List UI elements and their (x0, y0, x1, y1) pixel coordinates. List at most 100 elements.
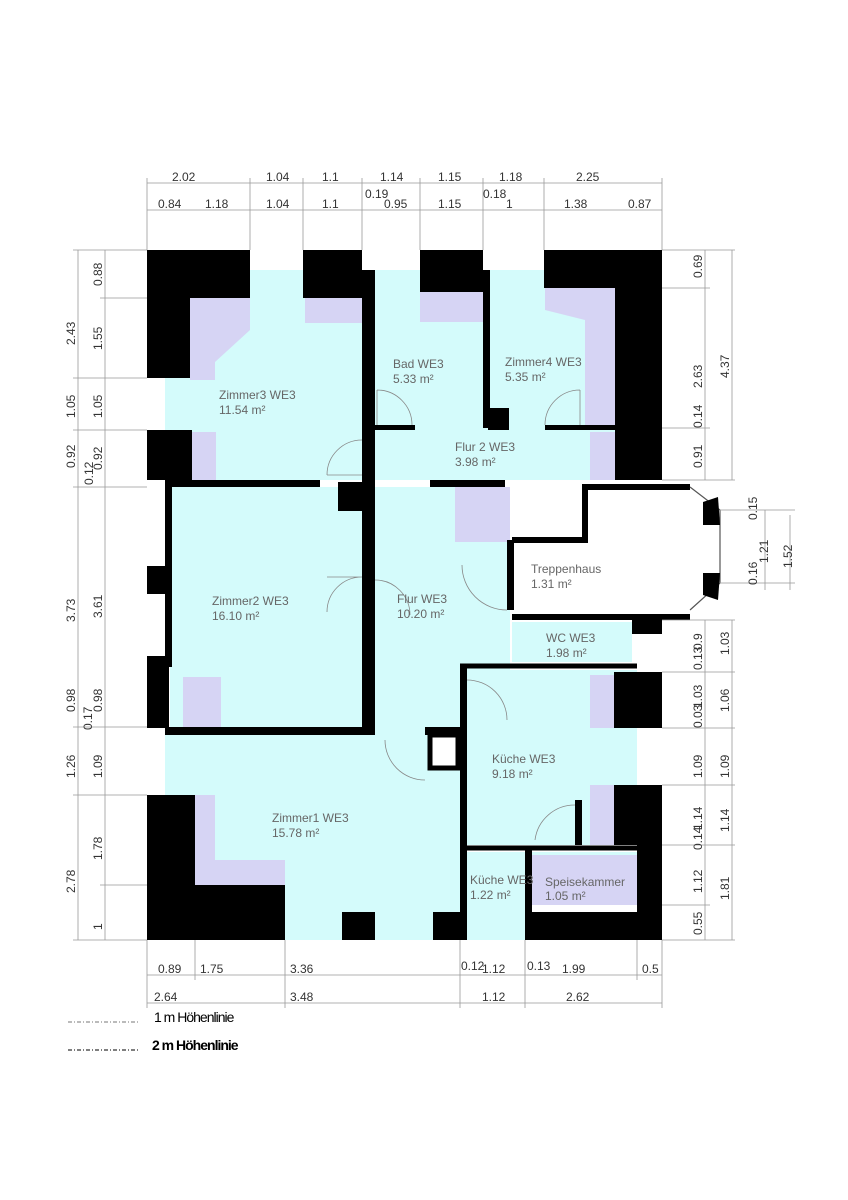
dimension-label: 0.55 (691, 911, 705, 935)
dimension-label: 1.04 (266, 197, 290, 211)
dimension-label: 1.09 (91, 754, 105, 778)
dimension-label: 1.38 (564, 197, 588, 211)
dimension-label: 1.75 (200, 962, 224, 976)
dimension-label: 1.03 (691, 684, 705, 708)
room-area: 11.54 m² (219, 403, 265, 417)
dimension-label: 0.91 (691, 444, 705, 468)
dimension-label: 1.12 (691, 869, 705, 893)
dimension-label: 3.61 (91, 594, 105, 618)
dimension-label: 1.52 (781, 544, 795, 568)
dimension-label: 0.9 (691, 633, 705, 650)
dimension-label: 1.99 (562, 962, 586, 976)
door-swings (326, 389, 581, 841)
room-wc[interactable] (512, 622, 632, 662)
dimension-label: 0.19 (365, 187, 389, 201)
dimension-label: 0.14 (691, 826, 705, 850)
dimensions-left: 2.43 1.05 0.92 0.12 3.73 0.98 0.17 1.26 … (64, 262, 105, 930)
dimension-label: 1.05 (64, 394, 78, 418)
dimension-label: 2.63 (691, 364, 705, 388)
dimension-label: 0.87 (628, 197, 652, 211)
dimension-label: 3.73 (64, 598, 78, 622)
dimension-label: 2.43 (64, 321, 78, 345)
dimension-label: 0.5 (642, 962, 659, 976)
dimension-label: 2.02 (172, 170, 196, 184)
dimension-label: 2.78 (64, 869, 78, 893)
dimension-label: 1.09 (691, 754, 705, 778)
room-name: Bad WE3 (393, 357, 444, 371)
dimension-label: 0.03 (691, 704, 705, 728)
room-area: 1.05 m² (545, 889, 586, 903)
room-area: 1.98 m² (546, 646, 587, 660)
dimension-label: 0.15 (746, 496, 760, 520)
room-area: 15.78 m² (272, 826, 319, 840)
dimension-label: 1.14 (718, 808, 732, 832)
room-name: WC WE3 (546, 631, 596, 645)
dimensions-right: 0.69 2.63 0.14 0.91 0.13 0.9 0.03 1.03 1… (691, 254, 795, 935)
dimension-label: 3.48 (290, 990, 314, 1004)
dimension-label: 1.05 (91, 394, 105, 418)
room-name: Treppenhaus (531, 562, 601, 576)
dimension-label: 0.98 (91, 688, 105, 712)
dimension-label: 1.21 (757, 539, 771, 563)
dimension-label: 1.55 (91, 326, 105, 350)
walls (147, 250, 721, 940)
sloped-areas (183, 288, 637, 905)
room-kueche-small[interactable] (467, 852, 525, 940)
dimension-label: 2.62 (566, 990, 590, 1004)
room-name: Zimmer2 WE3 (212, 594, 289, 608)
dimension-label: 1.03 (718, 631, 732, 655)
room-area: 3.98 m² (455, 455, 496, 469)
dimension-label: 1.14 (380, 170, 404, 184)
dimension-label: 1.06 (718, 688, 732, 712)
dimension-label: 1.12 (482, 962, 506, 976)
dimension-label: 1.12 (482, 990, 506, 1004)
dimension-label: 1.14 (691, 806, 705, 830)
dimension-label: 0.92 (64, 444, 78, 468)
dimension-label: 1.09 (718, 754, 732, 778)
room-name: Zimmer4 WE3 (505, 355, 582, 369)
dimension-label: 0.69 (691, 254, 705, 278)
room-area: 9.18 m² (492, 767, 533, 781)
room-name: Küche WE3 (492, 752, 556, 766)
room-area: 1.31 m² (531, 577, 572, 591)
door-gap (372, 727, 462, 737)
dimension-label: 2.25 (576, 170, 600, 184)
dimensions-bottom: 0.89 1.75 3.36 0.12 1.12 0.13 1.99 0.5 2… (154, 959, 659, 1004)
dimension-label: 1.26 (64, 754, 78, 778)
room-flur2[interactable] (370, 428, 617, 480)
room-area: 1.22 m² (470, 888, 511, 902)
room-area: 10.20 m² (397, 607, 444, 621)
dimension-label: 0.12 (461, 959, 485, 973)
dimension-label: 1 (506, 197, 513, 211)
dimension-label: 0.18 (483, 187, 507, 201)
legend: 1 m Höhenlinie 2 m Höhenlinie (68, 1009, 240, 1053)
dimension-label: 0.98 (64, 688, 78, 712)
room-name: Zimmer3 WE3 (219, 388, 296, 402)
dimension-label: 1.81 (718, 876, 732, 900)
dimension-label: 0.12 (82, 461, 96, 485)
dimension-label: 2.64 (154, 990, 178, 1004)
dimension-label: 0.14 (691, 404, 705, 428)
dimension-label: 0.95 (384, 197, 408, 211)
room-area: 5.33 m² (393, 372, 434, 386)
dimension-label: 1.78 (91, 836, 105, 860)
room-name: Zimmer1 WE3 (272, 811, 349, 825)
dimension-label: 1.18 (499, 170, 523, 184)
room-name: Küche WE3 (470, 873, 534, 887)
dimension-label: 1.15 (438, 170, 462, 184)
dimension-label: 1.15 (438, 197, 462, 211)
dimension-label: 1.1 (322, 197, 339, 211)
room-labels: Zimmer3 WE3 11.54 m² Bad WE3 5.33 m² Zim… (212, 355, 625, 903)
dimension-label: 1 (91, 923, 105, 930)
room-name: Flur 2 WE3 (455, 440, 515, 454)
legend-label: 2 m Höhenlinie (152, 1037, 239, 1053)
dimension-label: 1.1 (322, 170, 339, 184)
dimension-label: 0.17 (81, 706, 95, 730)
dimension-label: 3.36 (290, 962, 314, 976)
dimension-lines (73, 178, 795, 1008)
dimension-label: 0.92 (91, 446, 105, 470)
dimension-label: 0.16 (746, 561, 760, 585)
dimension-label: 0.88 (91, 262, 105, 286)
dimensions-top: 2.02 1.04 1.1 1.14 1.15 1.18 2.25 0.84 1… (158, 170, 652, 211)
